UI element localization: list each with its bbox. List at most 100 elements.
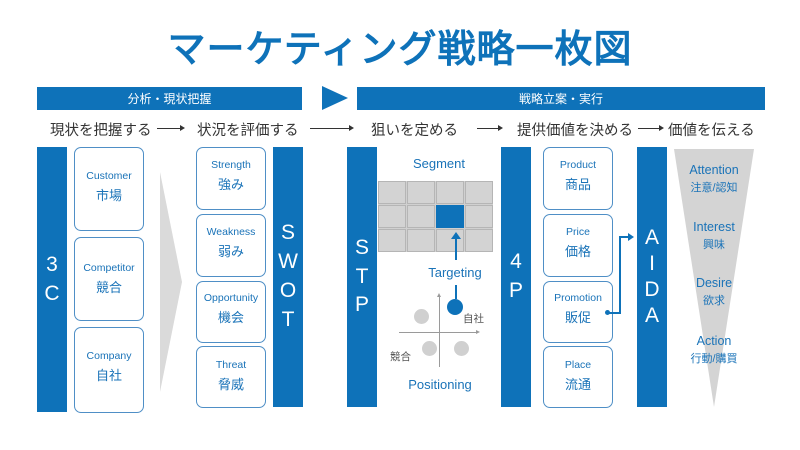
aida-letter: I bbox=[649, 251, 655, 275]
flow-arrow-icon bbox=[477, 125, 503, 131]
segment-grid bbox=[378, 181, 493, 252]
step-5: 価値を伝える bbox=[668, 123, 755, 139]
four-p-card-promotion: Promotion 販促 bbox=[543, 281, 613, 343]
aida-stage-desire: Desire 欲求 bbox=[664, 276, 764, 308]
aida-stage-action: Action 行動/購買 bbox=[664, 334, 764, 366]
connector-line bbox=[619, 236, 629, 238]
three-c-card-company: Company 自社 bbox=[74, 327, 144, 413]
stage-jp-label: 欲求 bbox=[703, 295, 725, 307]
targeting-arrow-line bbox=[455, 236, 457, 260]
swot-card-opportunity: Opportunity 機会 bbox=[196, 281, 266, 343]
card-en-label: Product bbox=[559, 159, 597, 171]
step-3: 狙いを定める bbox=[371, 123, 458, 139]
connector-line bbox=[608, 312, 620, 314]
card-jp-label: 機会 bbox=[217, 311, 244, 326]
card-jp-label: 強み bbox=[217, 178, 244, 193]
targeting-connector bbox=[455, 285, 457, 299]
card-jp-label: 自社 bbox=[95, 369, 122, 384]
card-jp-label: 競合 bbox=[95, 281, 122, 296]
swot-card-strength: Strength 強み bbox=[196, 147, 266, 210]
three-c-card-customer: Customer 市場 bbox=[74, 147, 144, 231]
card-en-label: Strength bbox=[211, 159, 251, 171]
stage-jp-label: 興味 bbox=[703, 239, 725, 251]
flow-arrow-icon bbox=[310, 125, 354, 131]
competitor-dot bbox=[414, 309, 429, 324]
card-en-label: Competitor bbox=[83, 262, 135, 274]
three-c-card-competitor: Competitor 競合 bbox=[74, 237, 144, 321]
card-jp-label: 流通 bbox=[564, 378, 591, 393]
phase-strategy-header: 戦略立案・実行 bbox=[357, 87, 765, 110]
stage-jp-label: 注意/認知 bbox=[690, 182, 738, 194]
swot-card-threat: Threat 脅威 bbox=[196, 346, 266, 408]
swot-letter: T bbox=[281, 307, 295, 331]
stp-letter: S bbox=[354, 235, 369, 259]
stp-letter: T bbox=[355, 264, 369, 288]
axis-arrow-icon bbox=[437, 293, 441, 297]
phase-analysis-header: 分析・現状把握 bbox=[37, 87, 302, 110]
axis-arrow-icon bbox=[476, 330, 480, 334]
positioning-x-axis bbox=[399, 332, 477, 333]
card-en-label: Place bbox=[564, 359, 592, 371]
arrow-right-icon bbox=[628, 233, 634, 241]
positioning-y-axis bbox=[439, 295, 440, 367]
aida-stage-interest: Interest 興味 bbox=[664, 220, 764, 252]
three-c-label-1: 3 bbox=[46, 252, 58, 276]
aida-letter: A bbox=[644, 225, 659, 249]
swot-letter: O bbox=[279, 279, 297, 302]
step-1: 現状を把握する bbox=[50, 123, 152, 139]
card-en-label: Threat bbox=[215, 359, 247, 371]
stage-en-label: Action bbox=[696, 334, 732, 348]
card-en-label: Price bbox=[566, 226, 590, 238]
stage-jp-label: 行動/購買 bbox=[690, 353, 738, 365]
competitor-label: 競合 bbox=[390, 351, 411, 363]
stp-letter: P bbox=[354, 293, 369, 317]
card-en-label: Company bbox=[86, 350, 132, 362]
step-4: 提供価値を決める bbox=[517, 123, 633, 139]
phase-arrow-icon bbox=[322, 86, 348, 110]
card-jp-label: 市場 bbox=[95, 189, 122, 204]
flow-arrow-icon bbox=[157, 125, 185, 131]
three-c-bar: 3 C bbox=[37, 147, 67, 412]
four-p-card-product: Product 商品 bbox=[543, 147, 613, 210]
aida-letter: A bbox=[644, 304, 659, 328]
swot-letter: S bbox=[280, 221, 295, 245]
card-en-label: Opportunity bbox=[203, 292, 259, 304]
aida-stage-attention: Attention 注意/認知 bbox=[664, 163, 764, 195]
stage-en-label: Attention bbox=[689, 163, 739, 177]
four-p-label-2: P bbox=[508, 279, 523, 302]
aida-bar: A I D A bbox=[637, 147, 667, 407]
four-p-card-price: Price 価格 bbox=[543, 214, 613, 277]
card-jp-label: 商品 bbox=[564, 178, 591, 193]
card-jp-label: 価格 bbox=[564, 245, 591, 260]
card-en-label: Promotion bbox=[554, 292, 602, 304]
four-p-card-place: Place 流通 bbox=[543, 346, 613, 408]
four-p-label-1: 4 bbox=[510, 250, 522, 274]
stp-bar: S T P bbox=[347, 147, 377, 407]
positioning-label: Positioning bbox=[408, 377, 472, 392]
swot-card-weakness: Weakness 弱み bbox=[196, 214, 266, 277]
connector-dot-icon bbox=[605, 310, 610, 315]
competitor-dot bbox=[422, 341, 437, 356]
swot-bar: S W O T bbox=[273, 147, 303, 407]
aida-letter: D bbox=[644, 278, 660, 301]
own-company-dot bbox=[447, 299, 463, 315]
step-2: 状況を評価する bbox=[197, 123, 299, 139]
card-jp-label: 販促 bbox=[564, 311, 591, 326]
target-segment-cell bbox=[436, 205, 464, 228]
page-title: マーケティング戦略一枚図 bbox=[167, 27, 633, 71]
card-jp-label: 脅威 bbox=[217, 378, 244, 393]
four-p-bar: 4 P bbox=[501, 147, 531, 407]
card-jp-label: 弱み bbox=[217, 245, 244, 260]
flow-arrow-icon bbox=[638, 125, 664, 131]
funnel-shape bbox=[674, 149, 754, 407]
targeting-label: Targeting bbox=[428, 265, 482, 280]
card-en-label: Weakness bbox=[206, 226, 256, 238]
arrow-up-icon bbox=[451, 232, 461, 239]
own-company-label: 自社 bbox=[463, 313, 484, 325]
stage-en-label: Desire bbox=[695, 276, 733, 290]
three-c-label-2: C bbox=[44, 281, 60, 305]
card-en-label: Customer bbox=[86, 170, 132, 182]
stage-en-label: Interest bbox=[693, 220, 735, 234]
competitor-dot bbox=[454, 341, 469, 356]
segment-label: Segment bbox=[412, 156, 466, 171]
